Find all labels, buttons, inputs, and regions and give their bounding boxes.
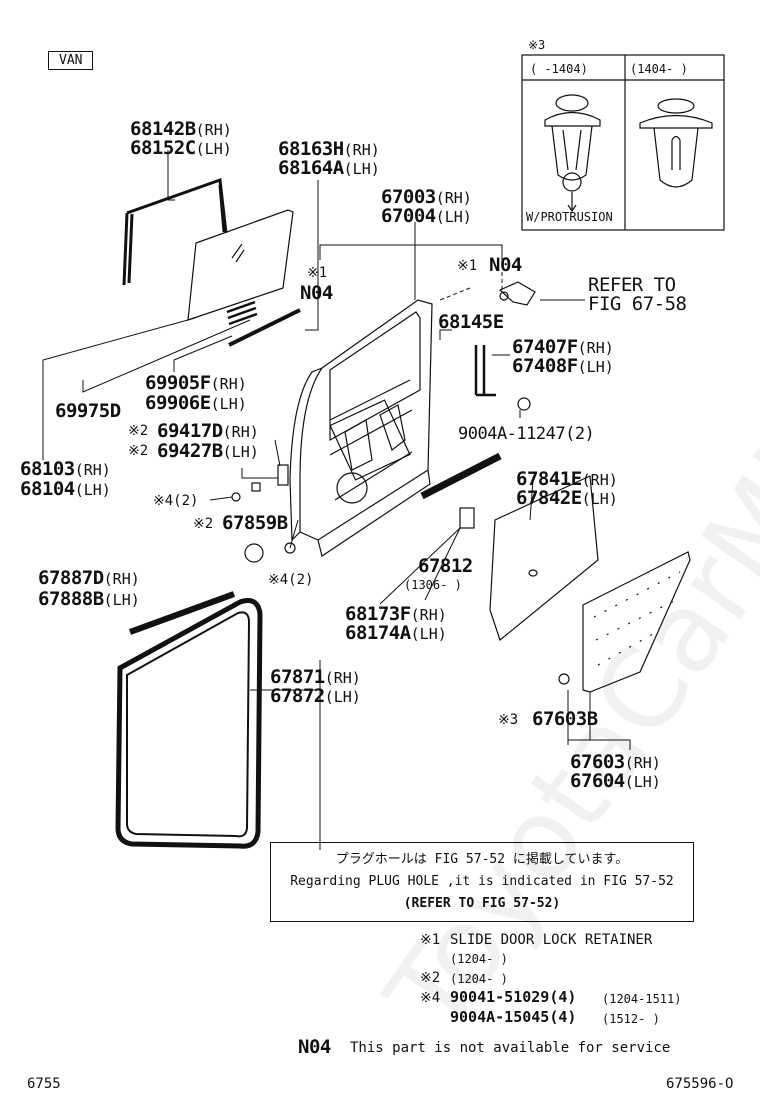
inner-panel-shape	[582, 551, 691, 693]
callout-69975D: 69975D	[55, 400, 121, 422]
outer-rail-shape	[420, 452, 502, 500]
footnote-2-date: (1204- )	[450, 972, 508, 986]
variant-label: VAN	[48, 51, 94, 70]
rail-cover-shape	[459, 507, 475, 529]
callout-67812-date: (1306- )	[404, 578, 462, 592]
footnote-1-text: SLIDE DOOR LOCK RETAINER	[450, 932, 653, 948]
callout-67841E: 67841E(RH)	[516, 468, 618, 490]
callout-69417D-mark: ※2	[128, 423, 149, 439]
n04-note-code: N04	[298, 1036, 331, 1058]
callout-68152C: 68152C(LH)	[130, 137, 232, 159]
note-line-ref: (REFER TO FIG 57-52)	[403, 896, 561, 911]
inset-mark: ※3	[528, 38, 546, 52]
callout-67408F: 67408F(LH)	[512, 355, 614, 377]
lock-striker-shape	[498, 281, 536, 306]
callout-n04-right: N04	[489, 254, 522, 276]
footer-left-code: 6755	[27, 1076, 61, 1092]
inset-frame	[521, 54, 725, 231]
callout-67871: 67871(RH)	[270, 666, 361, 688]
star4-upper: ※4(2)	[153, 493, 199, 509]
footnote-4-line1-date: (1204-1511)	[602, 992, 682, 1006]
n04-note-text: This part is not available for service	[350, 1040, 671, 1056]
callout-68174A: 68174A(LH)	[345, 622, 447, 644]
footnote-1-date: (1204- )	[450, 952, 508, 966]
callout-68163H: 68163H(RH)	[278, 138, 380, 160]
callout-68103: 68103(RH)	[20, 458, 111, 480]
clip-protrusion-drawing	[544, 94, 601, 213]
callout-67859B-mark: ※2	[193, 516, 214, 532]
footnote-4-mark: ※4	[420, 990, 441, 1006]
glass-run-shape	[122, 177, 228, 286]
callout-69905F: 69905F(RH)	[145, 372, 247, 394]
star4-lower: ※4(2)	[268, 572, 314, 588]
callout-67842E: 67842E(LH)	[516, 487, 618, 509]
callout-67887D: 67887D(RH)	[38, 567, 140, 589]
callout-67004: 67004(LH)	[381, 205, 472, 227]
clip-drawing	[639, 98, 713, 188]
callout-67604: 67604(LH)	[570, 770, 661, 792]
grommet-67859B-shape	[244, 543, 264, 563]
callout-69417D: 69417D(RH)	[157, 420, 259, 442]
callout-9004A-11247: 9004A-11247(2)	[458, 424, 595, 444]
footnote-1-mark: ※1	[420, 932, 441, 948]
callout-67888B: 67888B(LH)	[38, 588, 140, 610]
callout-69427B: 69427B(LH)	[157, 440, 259, 462]
callout-67872: 67872(LH)	[270, 685, 361, 707]
footnote-4-line2: 9004A-15045(4)	[450, 1008, 577, 1026]
inset-col1-label: ( -1404)	[530, 62, 588, 76]
callout-n04-left: N04	[300, 282, 333, 304]
callout-67603B: 67603B	[532, 708, 598, 730]
n04-right-mark: ※1	[457, 258, 478, 274]
callout-67603: 67603(RH)	[570, 751, 661, 773]
callout-69427B-mark: ※2	[128, 443, 149, 459]
glass-channel-shape	[226, 300, 258, 326]
leader-lines	[42, 150, 631, 850]
clip-67603B-shape	[558, 673, 570, 685]
inset-col2-label: (1404- )	[630, 62, 688, 76]
door-seal-shape	[115, 598, 263, 849]
weatherstrip-shape	[228, 308, 301, 347]
footnote-4-line1: 90041-51029(4)	[450, 988, 577, 1006]
footer-right-code: 675596-O	[666, 1076, 734, 1092]
refer-fig-line2: FIG 67-58	[588, 293, 687, 315]
lock-stopper-shape	[474, 345, 496, 397]
callout-67003: 67003(RH)	[381, 186, 472, 208]
callout-68173F: 68173F(RH)	[345, 603, 447, 625]
plug-hole-note-box: プラグホールは FIG 57-52 に掲載しています。 Regarding PL…	[270, 842, 694, 922]
callout-67603B-mark: ※3	[498, 712, 519, 728]
door-glass-shape	[187, 209, 294, 321]
callout-67859B: 67859B	[222, 512, 288, 534]
footnote-2-mark: ※2	[420, 970, 441, 986]
callout-68164A: 68164A(LH)	[278, 157, 380, 179]
refer-fig-line1: REFER TO	[588, 274, 676, 296]
footnote-4-line2-date: (1512- )	[602, 1012, 660, 1026]
n04-left-mark: ※1	[307, 265, 328, 281]
callout-67812: 67812	[418, 555, 473, 577]
callout-68104: 68104(LH)	[20, 478, 111, 500]
slide-door-panel-drawing	[289, 299, 433, 557]
rear-strip-shape	[128, 591, 236, 635]
note-line-en: Regarding PLUG HOLE ,it is indicated in …	[290, 874, 674, 889]
callout-68142B: 68142B(RH)	[130, 118, 232, 140]
callout-67407F: 67407F(RH)	[512, 336, 614, 358]
trim-board-shape	[489, 475, 599, 642]
inset-col1-caption: W/PROTRUSION	[526, 210, 613, 224]
note-line-jp: プラグホールは FIG 57-52 に掲載しています。	[335, 852, 629, 867]
callout-69906E: 69906E(LH)	[145, 392, 247, 414]
callout-68145E: 68145E	[438, 311, 504, 333]
